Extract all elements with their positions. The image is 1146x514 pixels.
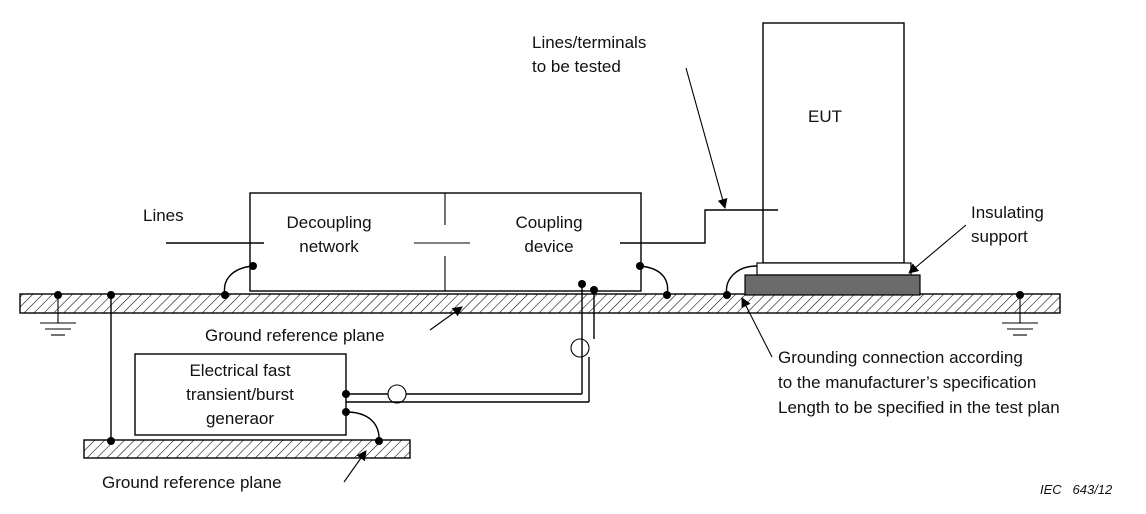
coupling-cable-shield	[346, 286, 598, 403]
grounding-connection-leader	[741, 297, 773, 358]
generator-label-3: generaor	[206, 409, 274, 428]
lines-label: Lines	[143, 206, 184, 225]
insulating-support-leader	[908, 224, 967, 274]
grounding-connection-label-3: Length to be specified in the test plan	[778, 398, 1060, 417]
insulating-support-label-2: support	[971, 227, 1028, 246]
ground-symbol-right	[1002, 291, 1038, 336]
eut-box	[762, 22, 905, 264]
ground-reference-plane-bottom	[83, 439, 411, 459]
coupling-ground-connection	[636, 262, 671, 299]
decoupling-ground-connection	[221, 262, 257, 299]
ground-symbol-left	[40, 291, 76, 336]
eut-base-plate	[756, 262, 912, 276]
ground-plane-bottom-label: Ground reference plane	[102, 473, 282, 492]
lines-terminals-leader	[685, 67, 728, 209]
generator-signal-wire	[342, 280, 586, 404]
eut-label: EUT	[808, 107, 842, 126]
coupling-device-label-2: device	[524, 237, 573, 256]
figure-id-label: IEC 643/12	[1040, 482, 1113, 497]
insulating-support	[744, 274, 921, 296]
grounding-connection-label: Grounding connection according	[778, 348, 1023, 367]
coupling-device-label: Coupling	[515, 213, 582, 232]
insulating-support-label: Insulating	[971, 203, 1044, 222]
lines-terminals-label: Lines/terminals	[532, 33, 646, 52]
generator-label: Electrical fast	[189, 361, 290, 380]
ground-plane-top-label: Ground reference plane	[205, 326, 385, 345]
lines-terminals-label-2: to be tested	[532, 57, 621, 76]
ground-plane-top-leader	[429, 306, 463, 331]
ground-plane-bottom-leader	[343, 450, 367, 483]
generator-ground-connection	[342, 408, 383, 445]
eut-ground-connection	[723, 265, 758, 299]
decoupling-network-label: Decoupling	[286, 213, 371, 232]
ground-reference-plane-top	[19, 293, 1061, 314]
decoupling-network-label-2: network	[299, 237, 359, 256]
eut-lines-wire	[641, 209, 778, 244]
plane-interconnect	[107, 291, 115, 445]
generator-label-2: transient/burst	[186, 385, 294, 404]
grounding-connection-label-2: to the manufacturer’s specification	[778, 373, 1036, 392]
